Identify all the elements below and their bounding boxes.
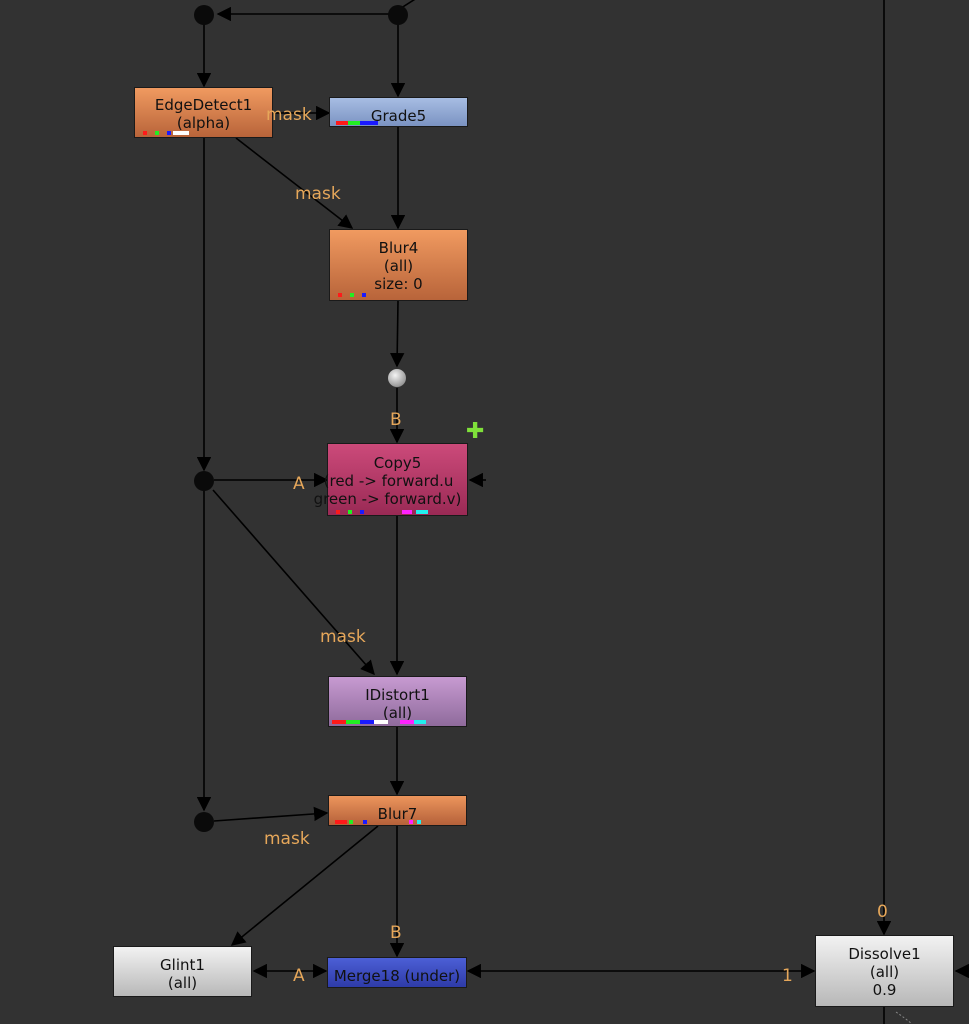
pipe-mask-blur4 — [235, 137, 354, 229]
pipe-lowerdot-blur7 — [213, 806, 329, 822]
node-glint[interactable]: Glint1 (all) — [113, 946, 252, 997]
node-blur4-label: Blur4 — [378, 239, 419, 257]
node-dissolve[interactable]: Dissolve1 (all) 0.9 — [815, 935, 954, 1007]
pipe-blur4-elbow — [390, 300, 405, 368]
pin-label-a-copy: A — [293, 474, 305, 494]
node-idistort-label: IDistort1 — [365, 686, 430, 704]
pipe-mask-idistort — [212, 489, 375, 676]
node-copy[interactable]: Copy5 (red -> forward.u green -> forward… — [314, 443, 468, 516]
node-copy-sub: (red -> forward.u — [323, 472, 454, 490]
node-glint-label: Glint1 — [160, 956, 205, 974]
node-merge[interactable]: Merge18 (under) — [327, 957, 467, 988]
pin-label-mask-idistort: mask — [320, 627, 366, 647]
pin-label-mask-blur4: mask — [295, 184, 341, 204]
node-blur7-label: Blur7 — [377, 805, 418, 823]
pin-label-1-dissolve: 1 — [782, 966, 793, 986]
pin-label-mask-blur7: mask — [264, 829, 310, 849]
node-idistort-sub: (all) — [382, 704, 413, 722]
node-merge-label: Merge18 (under) — [333, 967, 461, 985]
node-copy-extra: green -> forward.v) — [313, 490, 462, 508]
pin-label-mask-grade: mask — [266, 105, 312, 125]
pipe-dashed-out — [895, 1011, 913, 1024]
pin-label-0-dissolve: 0 — [877, 902, 888, 922]
pipe-blur7-glint — [230, 825, 379, 946]
pin-label-a-merge: A — [293, 966, 305, 986]
move-arrows-icon[interactable]: ✚ — [466, 419, 485, 444]
elbow-dot[interactable] — [388, 369, 406, 387]
node-copy-label: Copy5 — [373, 454, 422, 472]
node-dissolve-sub: (all) — [869, 963, 900, 981]
dot-top-left[interactable] — [194, 5, 214, 25]
dot-middle[interactable] — [194, 471, 214, 491]
node-idistort[interactable]: IDistort1 (all) — [328, 676, 467, 727]
node-grade[interactable]: Grade5 — [329, 97, 468, 127]
node-grade-label: Grade5 — [370, 107, 427, 125]
dot-top-right[interactable] — [388, 5, 408, 25]
node-blur4[interactable]: Blur4 (all) size: 0 — [329, 229, 468, 301]
pin-label-b-copy: B — [390, 410, 402, 430]
node-blur4-size: size: 0 — [374, 275, 423, 293]
dot-lower[interactable] — [194, 812, 214, 832]
pin-label-b-merge: B — [390, 923, 402, 943]
node-edgedetect-label: EdgeDetect1 — [154, 96, 253, 114]
node-edgedetect-sub: (alpha) — [176, 114, 231, 132]
node-dissolve-label: Dissolve1 — [848, 945, 921, 963]
node-blur4-sub: (all) — [383, 257, 414, 275]
node-edgedetect[interactable]: EdgeDetect1 (alpha) — [134, 87, 273, 138]
node-glint-sub: (all) — [167, 974, 198, 992]
node-blur7[interactable]: Blur7 — [328, 795, 467, 826]
node-dissolve-value: 0.9 — [872, 981, 897, 999]
